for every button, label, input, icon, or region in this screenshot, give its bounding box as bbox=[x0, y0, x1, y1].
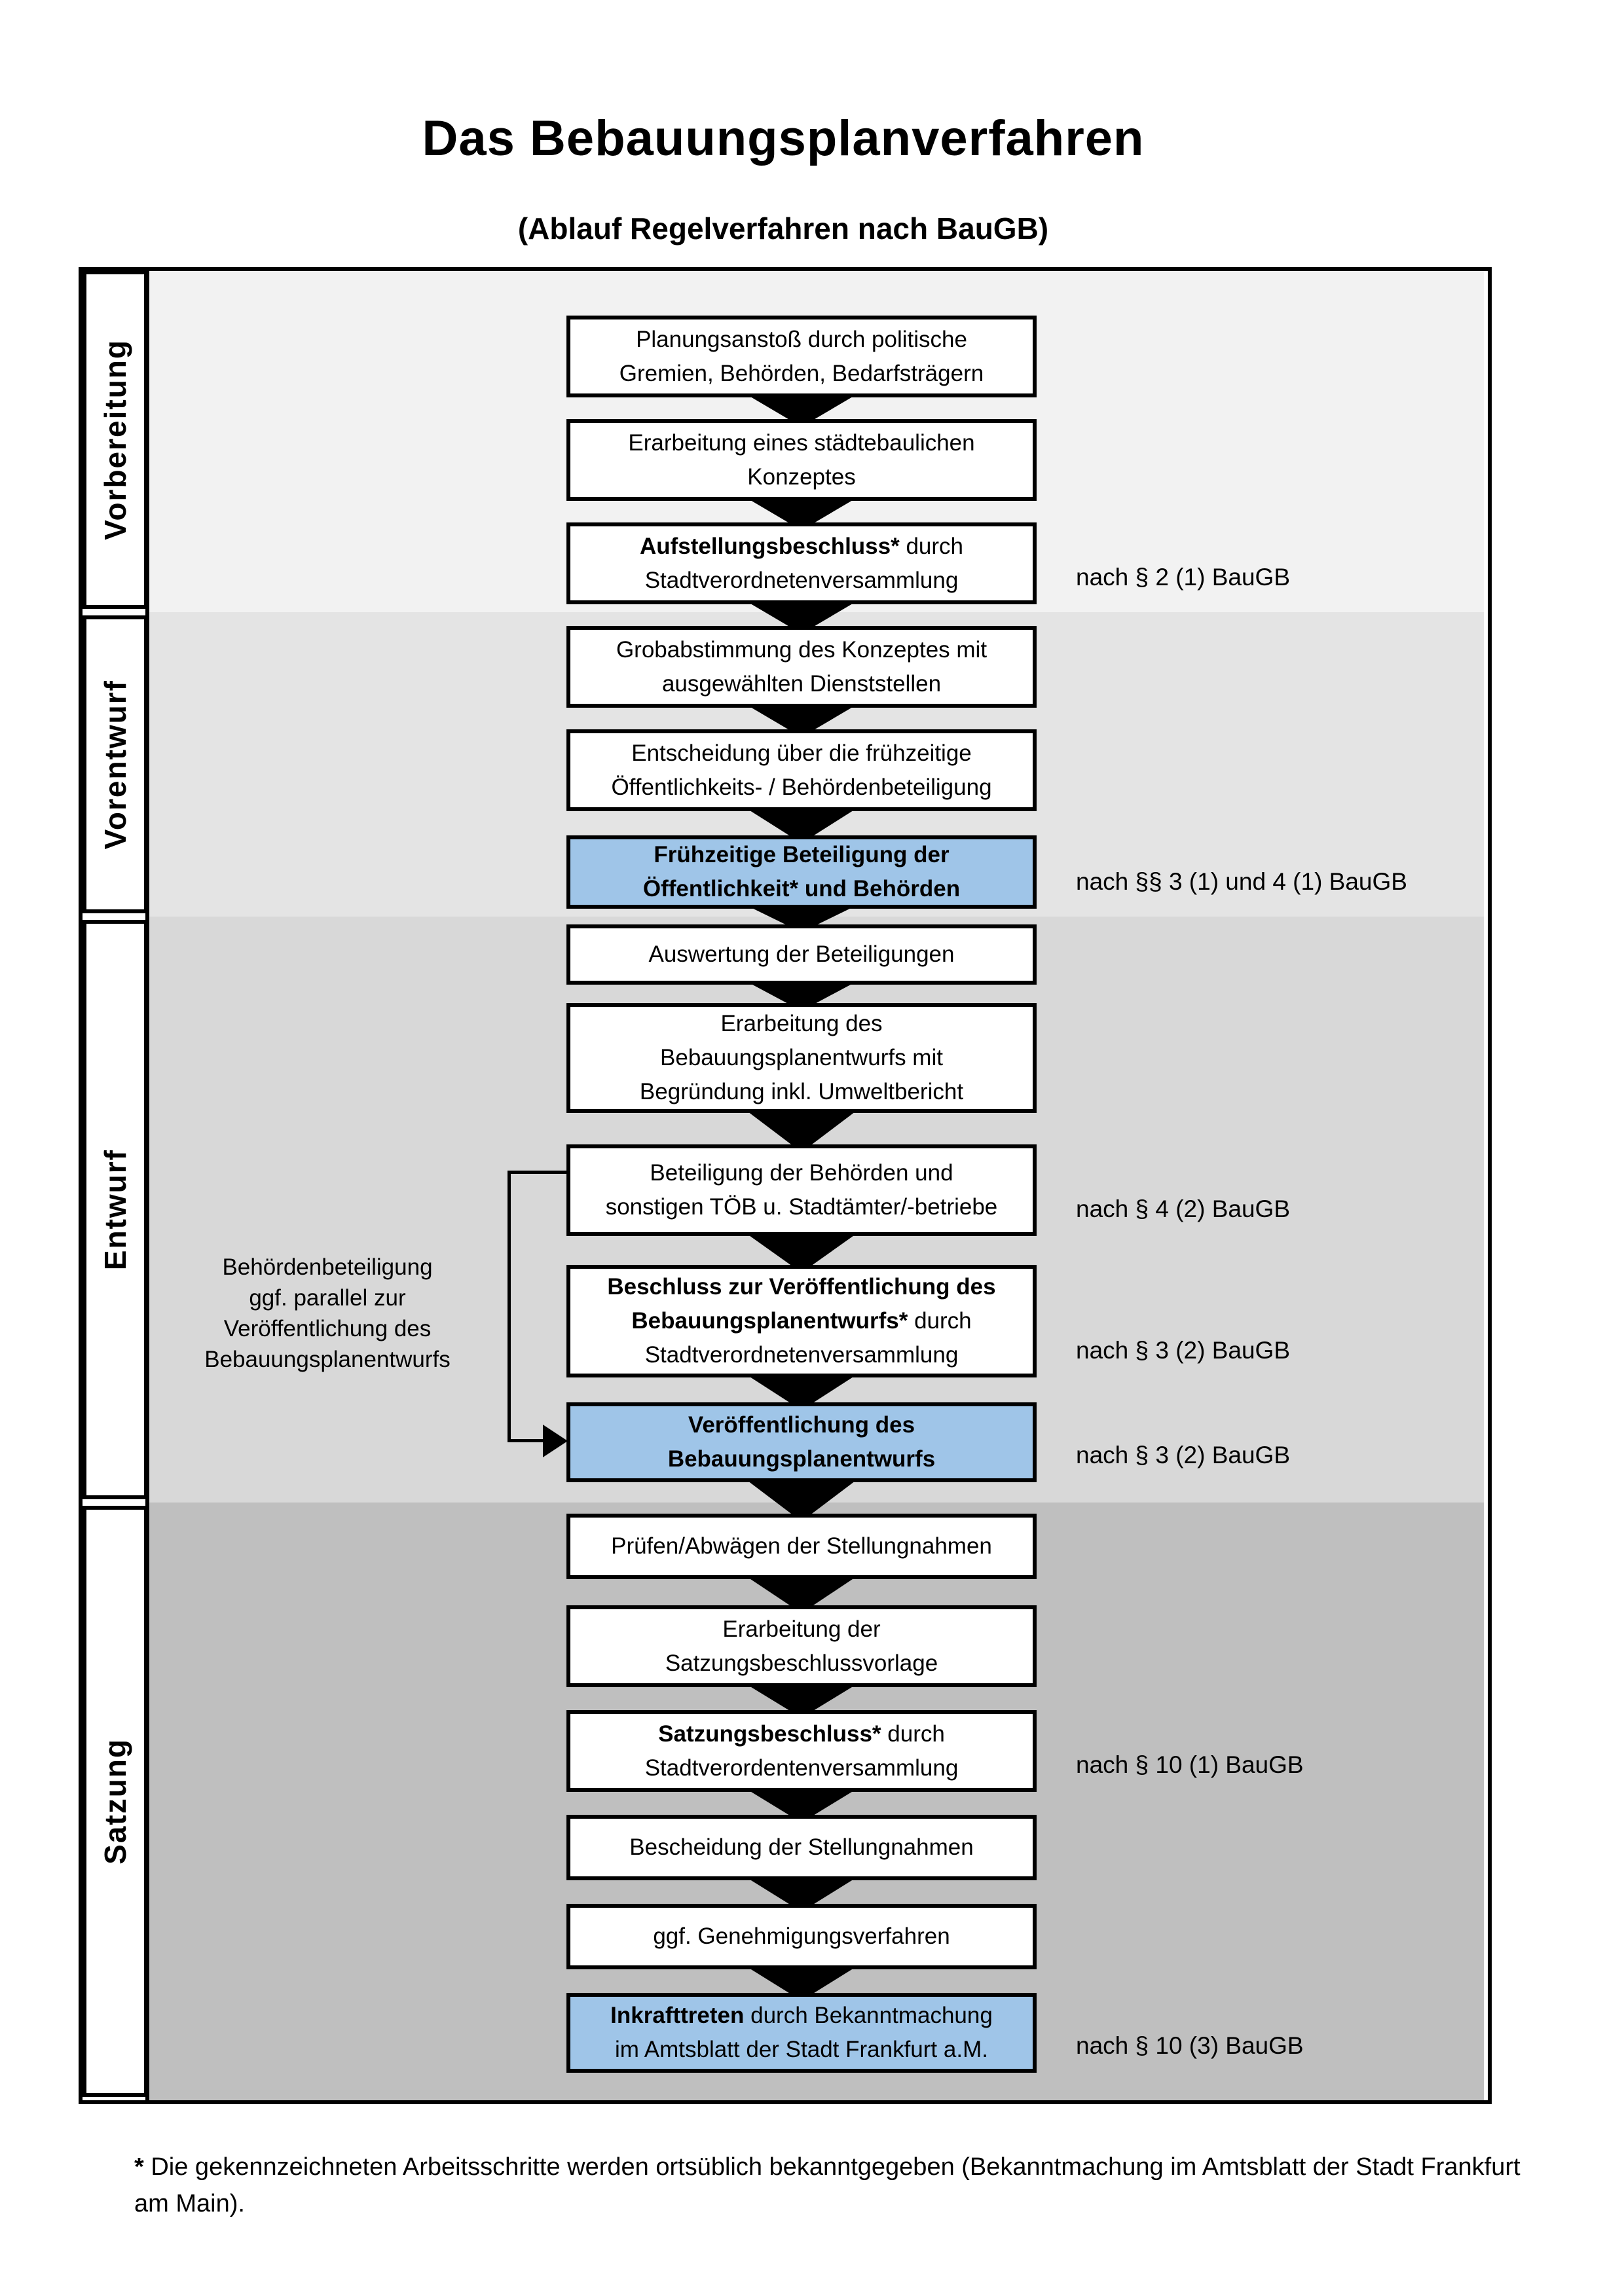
flow-box-line: Satzungsbeschluss* durch bbox=[658, 1721, 945, 1747]
law-reference: nach §§ 3 (1) und 4 (1) BauGB bbox=[1076, 868, 1407, 895]
flow-box-line: Stadtverordentenversammlung bbox=[644, 1755, 959, 1781]
flow-box-line: Öffentlichkeit* und Behörden bbox=[642, 876, 961, 902]
flow-box-line: ausgewählten Dienststellen bbox=[661, 670, 942, 697]
flow-box-17: Inkrafttreten durch Bekanntmachung im Amt… bbox=[566, 1993, 1037, 2073]
flow-box-line: Auswertung der Beteiligungen bbox=[648, 941, 955, 967]
flow-box-15: Bescheidung der Stellungnahmen bbox=[566, 1815, 1037, 1880]
flow-box-line: Gremien, Behörden, Bedarfsträgern bbox=[619, 360, 984, 386]
section-label-text: Vorbereitung bbox=[98, 339, 132, 540]
parallel-connector-bottom-segment bbox=[507, 1439, 544, 1442]
flow-box-line: Konzeptes bbox=[747, 464, 856, 490]
footnote-asterisk: * bbox=[134, 2153, 144, 2181]
section-label-satzung: Satzung bbox=[83, 1506, 148, 2097]
flow-box-line: Erarbeitung eines städtebaulichen bbox=[628, 429, 975, 456]
law-reference: nach § 10 (1) BauGB bbox=[1076, 1751, 1304, 1778]
section-label-text: Vorentwurf bbox=[98, 679, 132, 850]
side-note: Behördenbeteiligung ggf. parallel zur Ve… bbox=[204, 1254, 451, 1372]
section-label-vorentwurf: Vorentwurf bbox=[83, 615, 148, 913]
flow-box-line: Grobabstimmung des Konzeptes mit bbox=[616, 636, 987, 663]
flow-box-line: Satzungsbeschlussvorlage bbox=[665, 1650, 938, 1676]
flow-box-line: Bescheidung der Stellungnahmen bbox=[629, 1834, 974, 1860]
flow-box-line: sonstigen TÖB u. Stadtämter/-betriebe bbox=[605, 1194, 998, 1220]
flow-box-line: Stadtverordnetenversammlung bbox=[644, 1342, 959, 1368]
flow-box-line: Beschluss zur Veröffentlichung des bbox=[607, 1274, 996, 1300]
section-label-entwurf: Entwurf bbox=[83, 920, 148, 1499]
flow-box-line: Erarbeitung der bbox=[722, 1616, 881, 1642]
flow-box-line: Planungsanstoß durch politische bbox=[636, 326, 967, 352]
flow-box-line: Bebauungsplanentwurfs* durch bbox=[631, 1308, 972, 1334]
flow-box-12: Prüfen/Abwägen der Stellungnahmen bbox=[566, 1514, 1037, 1579]
flow-box-line: Aufstellungsbeschluss* durch bbox=[639, 533, 964, 559]
flow-box-line: Veröffentlichung des bbox=[688, 1412, 915, 1438]
page-subtitle: (Ablauf Regelverfahren nach BauGB) bbox=[517, 211, 1049, 246]
flow-box-7: Auswertung der Beteiligungen bbox=[566, 924, 1037, 985]
law-reference: nach § 4 (2) BauGB bbox=[1076, 1195, 1291, 1222]
section-label-vorbereitung: Vorbereitung bbox=[83, 270, 148, 609]
flow-box-16: ggf. Genehmigungsverfahren bbox=[566, 1904, 1037, 1969]
flow-box-line: Stadtverordnetenversammlung bbox=[644, 567, 959, 593]
footnote: * Die gekennzeichneten Arbeitsschritte w… bbox=[134, 2149, 1529, 2222]
flow-box-line: Bebauungsplanentwurfs bbox=[667, 1446, 936, 1472]
section-label-text: Entwurf bbox=[98, 1148, 132, 1271]
flow-box-line: im Amtsblatt der Stadt Frankfurt a.M. bbox=[615, 2037, 988, 2062]
label-column-divider bbox=[145, 267, 149, 2100]
parallel-connector-top-segment bbox=[507, 1171, 568, 1174]
flow-box-line: Prüfen/Abwägen der Stellungnahmen bbox=[611, 1533, 992, 1559]
flow-box-line: Frühzeitige Beteiligung der bbox=[654, 842, 950, 867]
section-label-text: Satzung bbox=[98, 1738, 132, 1865]
flow-box-4: Grobabstimmung des Konzeptes mit ausgewäh… bbox=[566, 626, 1037, 708]
law-reference: nach § 3 (2) BauGB bbox=[1076, 1337, 1291, 1364]
flow-box-9: Beteiligung der Behörden und sonstigen TÖ… bbox=[566, 1144, 1037, 1236]
page-title: Das Bebauungsplanverfahren bbox=[422, 111, 1145, 166]
flow-box-line: Erarbeitung des bbox=[720, 1011, 883, 1036]
flow-box-line: Begründung inkl. Umweltbericht bbox=[639, 1079, 964, 1104]
flow-box-line: Bebauungsplanentwurfs mit bbox=[660, 1045, 943, 1070]
parallel-connector-vertical-segment bbox=[507, 1171, 511, 1441]
law-reference: nach § 10 (3) BauGB bbox=[1076, 2032, 1304, 2059]
law-reference: nach § 3 (2) BauGB bbox=[1076, 1442, 1291, 1468]
footnote-text: Die gekennzeichneten Arbeitsschritte wer… bbox=[134, 2153, 1521, 2217]
flow-box-line: Inkrafttreten durch Bekanntmachung bbox=[610, 2003, 993, 2028]
flow-box-line: Öffentlichkeits- / Behördenbeteiligung bbox=[611, 774, 992, 800]
flow-box-line: Beteiligung der Behörden und bbox=[650, 1160, 953, 1186]
law-reference: nach § 2 (1) BauGB bbox=[1076, 564, 1291, 591]
flow-box-line: Entscheidung über die frühzeitige bbox=[631, 740, 972, 766]
flow-box-line: ggf. Genehmigungsverfahren bbox=[653, 1923, 950, 1949]
